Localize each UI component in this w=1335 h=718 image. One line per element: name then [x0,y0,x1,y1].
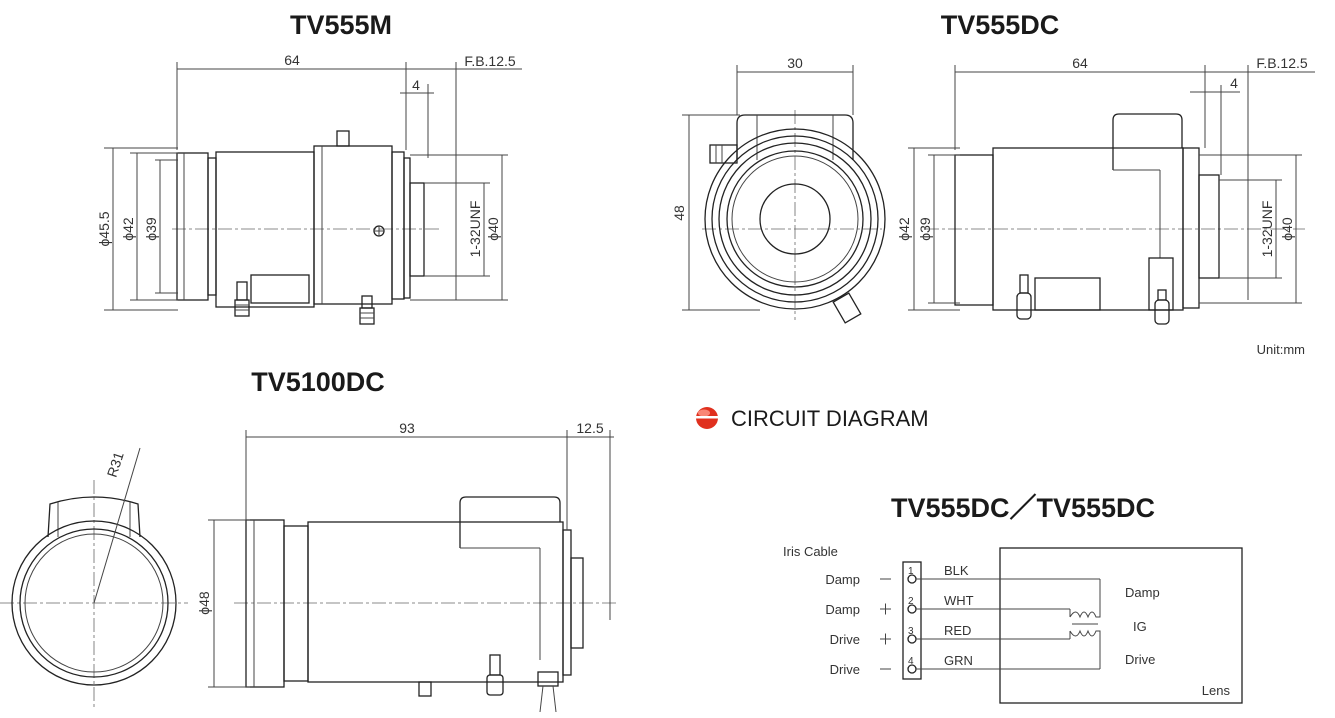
pin-1-func: Damp [825,572,860,587]
tv555m-d42-label: ϕ42 [120,217,136,241]
circuit-coil-damp: Damp [1125,585,1160,600]
tv555dc-d40-label: ϕ40 [1279,217,1295,241]
tv555m-fb-label: F.B.12.5 [464,53,516,69]
tv555dc-fb-label: F.B.12.5 [1256,55,1308,71]
tv555dc-front-height-label: 48 [671,205,687,221]
tv5100dc-length-label: 93 [399,420,415,436]
tv555dc-front-width-label: 30 [787,55,803,71]
circuit-lens-label: Lens [1202,683,1231,698]
circuit-heading: CIRCUIT DIAGRAM [731,406,929,431]
circuit-diagram [880,547,1243,704]
tv5100dc-d48-label: ϕ48 [196,591,212,615]
pin-2-wire: WHT [944,593,974,608]
pin-3-wire: RED [944,623,971,638]
tv5100dc-radius-label: R31 [104,450,127,480]
pin-4-wire: GRN [944,653,973,668]
tv555dc-flange-label: 4 [1230,75,1238,91]
title-circuit-models: TV555DC／TV555DC [891,493,1155,523]
tv555m-d39-label: ϕ39 [143,217,159,241]
circuit-bullet-icon [696,407,718,429]
tv555m-flange-label: 4 [412,77,420,93]
pin-4-func: Drive [830,662,860,677]
title-tv5100dc: TV5100DC [251,367,385,397]
circuit-coil-drive: Drive [1125,652,1155,667]
tv555m-length-label: 64 [284,52,300,68]
tv555m-d40-label: ϕ40 [485,217,501,241]
circuit-cable-label: Iris Cable [783,544,838,559]
tv555m-thread-label: 1-32UNF [467,201,483,258]
tv555dc-d39-label: ϕ39 [917,217,933,241]
pin-3-func: Drive [830,632,860,647]
tv5100dc-fb-label: 12.5 [576,420,603,436]
pin-1-num: 1 [908,566,914,577]
tv5100dc-front-view [0,447,188,710]
pin-2-func: Damp [825,602,860,617]
unit-label: Unit:mm [1257,342,1305,357]
tv5100dc-side-view [208,430,618,713]
pin-1-wire: BLK [944,563,969,578]
title-tv555m: TV555M [290,10,392,40]
tv555dc-length-label: 64 [1072,55,1088,71]
pin-2-num: 2 [908,596,914,607]
tv555dc-side-view [908,65,1315,325]
tv555dc-d42-label: ϕ42 [896,217,912,241]
tv555m-d455-label: ϕ45.5 [96,211,112,246]
tv555dc-thread-label: 1-32UNF [1259,201,1275,258]
tv555m-drawing [104,62,522,325]
pin-4-num: 4 [908,656,914,667]
pin-3-num: 3 [908,626,914,637]
circuit-coil-ig: IG [1133,619,1147,634]
title-tv555dc: TV555DC [941,10,1060,40]
tv555dc-front-view [682,65,886,324]
